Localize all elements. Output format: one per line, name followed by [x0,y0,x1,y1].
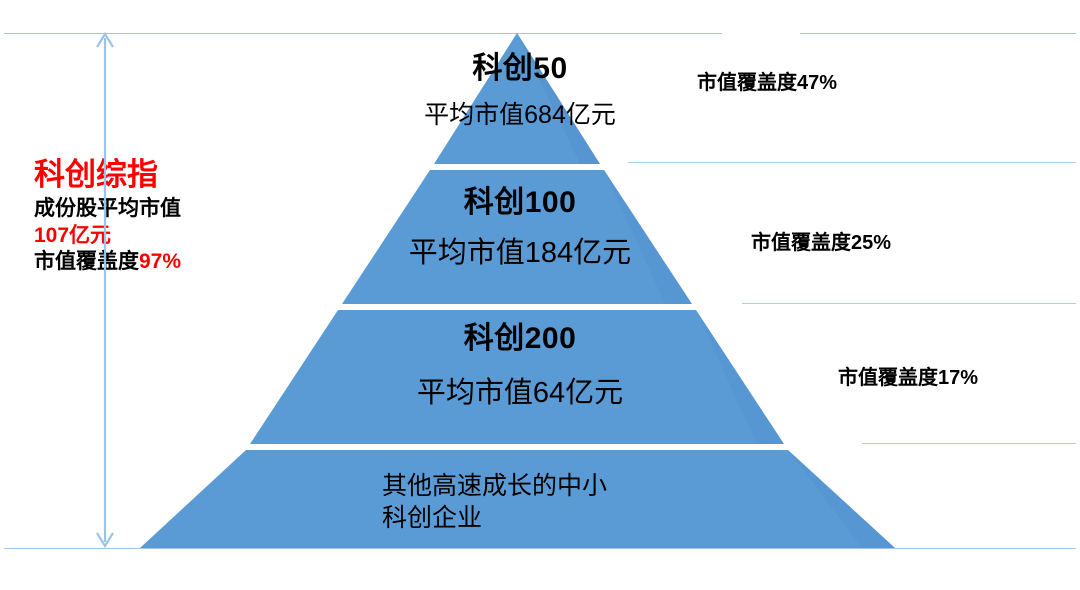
guide-line-tier3 [862,443,1076,444]
coverage-label-tier-1: 市值覆盖度47% [697,72,838,94]
tier-1-label: 科创50 平均市值684亿元 [355,52,685,129]
left-annotation-coverage: 市值覆盖度97% [34,249,264,275]
guide-line-top-right [800,33,1076,34]
tier-1-subtitle: 平均市值684亿元 [424,100,616,129]
left-annotation-line-1: 成份股平均市值 [34,197,181,221]
guide-line-tier1 [628,162,1076,163]
left-annotation: 科创综指 成份股平均市值 107亿元 市值覆盖度97% [34,157,264,275]
tier-3-label: 科创200 平均市值64亿元 [325,322,715,410]
coverage-label-tier-2: 市值覆盖度25% [751,232,892,254]
guide-line-bottom [4,548,1076,549]
guide-line-top-left [4,33,722,34]
tier-3-title: 科创200 [463,322,577,355]
tier-4-label: 其他高速成长的中小 科创企业 [382,470,607,534]
tier-2-title: 科创100 [463,186,577,219]
tier-2-subtitle: 平均市值184亿元 [408,236,632,269]
arrow-head-up-icon [96,31,114,48]
vertical-range-arrow [96,31,114,549]
left-annotation-coverage-value: 97% [139,250,182,273]
left-annotation-heading: 科创综指 [34,157,158,192]
pyramid-tier-4-shade [788,450,895,548]
guide-line-tier2 [742,303,1076,304]
tier-1-title: 科创50 [472,52,568,85]
coverage-label-tier-3: 市值覆盖度17% [838,367,979,389]
tier-4-title-line1: 其他高速成长的中小 [382,472,608,500]
tier-2-label: 科创100 平均市值184亿元 [340,186,700,270]
tier-4-title-line2: 科创企业 [382,504,483,532]
left-annotation-avg-market-cap: 107亿元 [34,223,112,247]
tier-3-subtitle: 平均市值64亿元 [416,376,624,409]
arrow-head-down-icon [96,532,114,549]
left-annotation-coverage-prefix: 市值覆盖度 [34,250,139,273]
